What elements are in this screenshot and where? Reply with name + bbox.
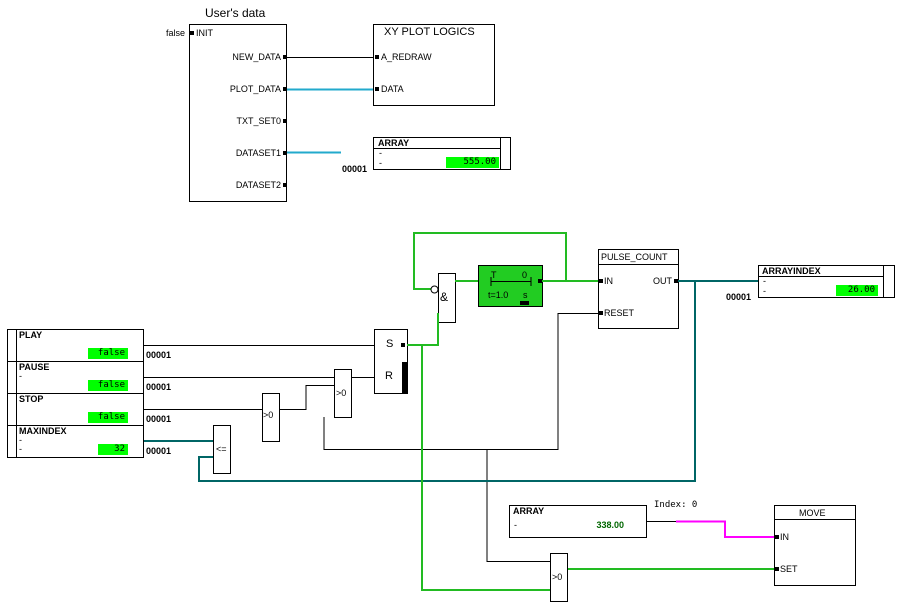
pulse-count-in[interactable]: IN — [604, 276, 613, 286]
and-gate-label: & — [440, 290, 449, 304]
maxindex-dash-1: - — [19, 435, 22, 445]
pulse-count-title: PULSE_COUNT — [601, 252, 668, 262]
pause-value[interactable]: false — [88, 380, 128, 391]
play-index: 00001 — [146, 350, 172, 360]
xy-input-data[interactable]: DATA — [381, 84, 404, 94]
gt-gate-1-label: >0 — [263, 410, 274, 420]
port-txt-set0[interactable]: TXT_SET0 — [236, 116, 281, 126]
move-in[interactable]: IN — [780, 532, 789, 542]
port-dataset2[interactable]: DATASET2 — [235, 180, 281, 190]
pulse-count-reset[interactable]: RESET — [604, 308, 635, 318]
array-top-index: 00001 — [342, 164, 368, 174]
gt-gate-2-label: >0 — [336, 388, 347, 398]
pulse-count-block[interactable] — [598, 249, 679, 329]
array-bottom-row: - — [514, 520, 517, 530]
sr-block[interactable] — [374, 329, 408, 394]
arrayindex-row-2: - — [763, 286, 766, 296]
users-data-block[interactable] — [189, 24, 287, 202]
xy-plot-block[interactable] — [373, 24, 495, 106]
gt-gate-2[interactable] — [334, 369, 352, 418]
move-set[interactable]: SET — [780, 564, 798, 574]
array-top-row-2: - — [379, 158, 382, 168]
arrayindex-title: ARRAYINDEX — [762, 266, 821, 276]
array-top-title: ARRAY — [378, 138, 410, 148]
timer-q-label: 0 — [522, 270, 528, 280]
array-top-row-1: - — [379, 148, 382, 158]
xy-plot-title: XY PLOT LOGICS — [384, 26, 475, 38]
move-block[interactable] — [774, 505, 856, 586]
maxindex-index: 00001 — [146, 446, 172, 456]
le-gate-label: <= — [216, 444, 227, 454]
stop-value[interactable]: false — [88, 412, 128, 423]
arrayindex-block[interactable] — [758, 265, 895, 298]
array-bottom-index-label: Index: 0 — [654, 500, 698, 510]
gt-gate-3[interactable] — [550, 553, 568, 602]
sr-s-label: S — [386, 338, 394, 350]
arrayindex-row-1: - — [763, 276, 766, 286]
timer-block[interactable] — [478, 265, 543, 307]
gt-gate-1[interactable] — [262, 393, 280, 442]
timer-unit: s — [523, 290, 528, 300]
move-title: MOVE — [799, 508, 826, 518]
le-gate[interactable] — [213, 425, 231, 474]
maxindex-value[interactable]: 32 — [98, 444, 128, 455]
array-bottom-value[interactable]: 338.00 — [596, 520, 624, 530]
stop-label: STOP — [19, 394, 44, 404]
sr-r-label: R — [385, 370, 393, 382]
gt-gate-3-label: >0 — [552, 572, 563, 582]
array-bottom-title: ARRAY — [513, 506, 545, 516]
stop-index: 00001 — [146, 414, 172, 424]
pause-index: 00001 — [146, 382, 172, 392]
port-new-data[interactable]: NEW_DATA — [232, 52, 281, 62]
init-value: false — [166, 28, 186, 38]
array-top-block[interactable] — [373, 137, 511, 170]
xy-input-a-redraw[interactable]: A_REDRAW — [381, 52, 432, 62]
port-plot-data[interactable]: PLOT_DATA — [229, 84, 281, 94]
maxindex-label: MAXINDEX — [19, 426, 67, 436]
pulse-count-out[interactable]: OUT — [653, 276, 672, 286]
maxindex-dash-2: - — [19, 444, 22, 454]
play-label: PLAY — [19, 330, 43, 340]
arrayindex-index: 00001 — [726, 292, 752, 302]
pause-label: PAUSE — [19, 362, 50, 372]
play-value[interactable]: false — [88, 348, 128, 359]
users-data-title: User's data — [205, 6, 266, 20]
port-init[interactable]: INIT — [196, 28, 213, 38]
port-dataset1[interactable]: DATASET1 — [235, 148, 281, 158]
maxindex-block[interactable] — [7, 425, 144, 458]
array-top-value[interactable]: 555.00 — [446, 157, 499, 168]
pause-dash: - — [19, 371, 22, 381]
and-gate[interactable] — [438, 273, 456, 323]
timer-t-label: T — [491, 270, 497, 280]
arrayindex-value[interactable]: 26.00 — [836, 285, 878, 296]
timer-time: t=1.0 — [488, 290, 509, 300]
